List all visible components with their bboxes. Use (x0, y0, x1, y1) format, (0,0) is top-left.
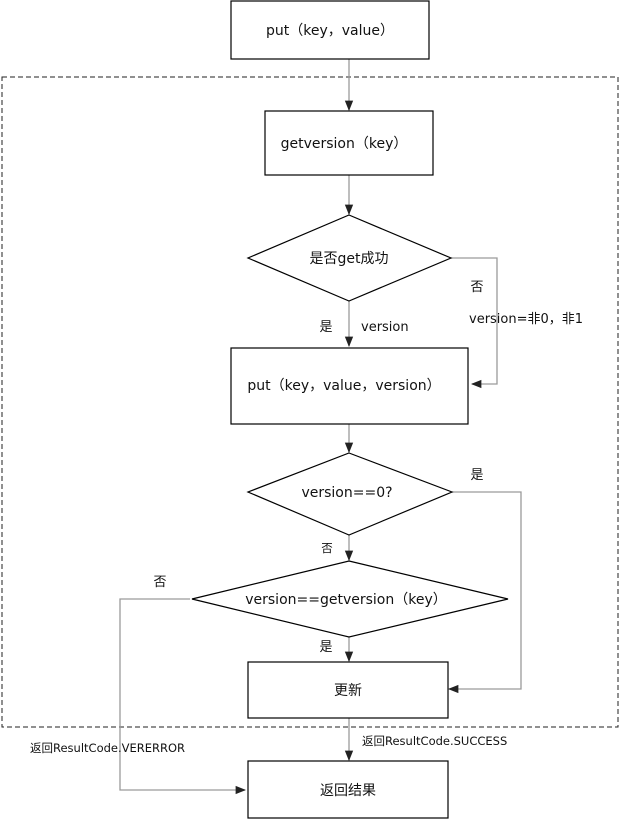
label-version-zero: version==0? (301, 485, 392, 501)
label-success-yes-value: version (361, 320, 409, 335)
label-success-no: 否 (470, 280, 483, 295)
edge-zero-yes (447, 491, 522, 694)
node-update (247, 661, 449, 719)
label-equal-yes: 是 (319, 640, 332, 655)
label-put-key-value: put（key，value） (266, 23, 394, 39)
label-zero-no: 否 (321, 541, 333, 555)
node-return-result (247, 760, 449, 819)
label-return-success: 返回ResultCode.SUCCESS (362, 734, 507, 748)
label-return-result: 返回结果 (320, 783, 376, 799)
node-get-success-decision (246, 214, 453, 302)
label-update: 更新 (334, 683, 362, 699)
label-equal-no: 否 (153, 575, 166, 590)
node-put-key-value (230, 0, 430, 60)
label-get-success: 是否get成功 (310, 251, 389, 267)
label-put-with-version: put（key，value，version） (247, 378, 440, 394)
label-getversion: getversion（key） (281, 136, 408, 152)
edge-equal-no (119, 598, 247, 795)
label-return-error: 返回ResultCode.VERERROR (30, 741, 185, 755)
label-version-equal: version==getversion（key） (245, 592, 447, 608)
node-version-zero-decision (246, 452, 454, 536)
node-getversion (264, 110, 434, 176)
process-group-boundary (1, 76, 619, 728)
label-success-yes: 是 (319, 320, 332, 335)
label-success-no-value: version=非0，非1 (469, 312, 583, 327)
label-zero-yes: 是 (470, 468, 483, 483)
node-version-equal-decision (191, 560, 509, 638)
edge-success-no (451, 257, 498, 389)
node-put-with-version (230, 347, 469, 425)
